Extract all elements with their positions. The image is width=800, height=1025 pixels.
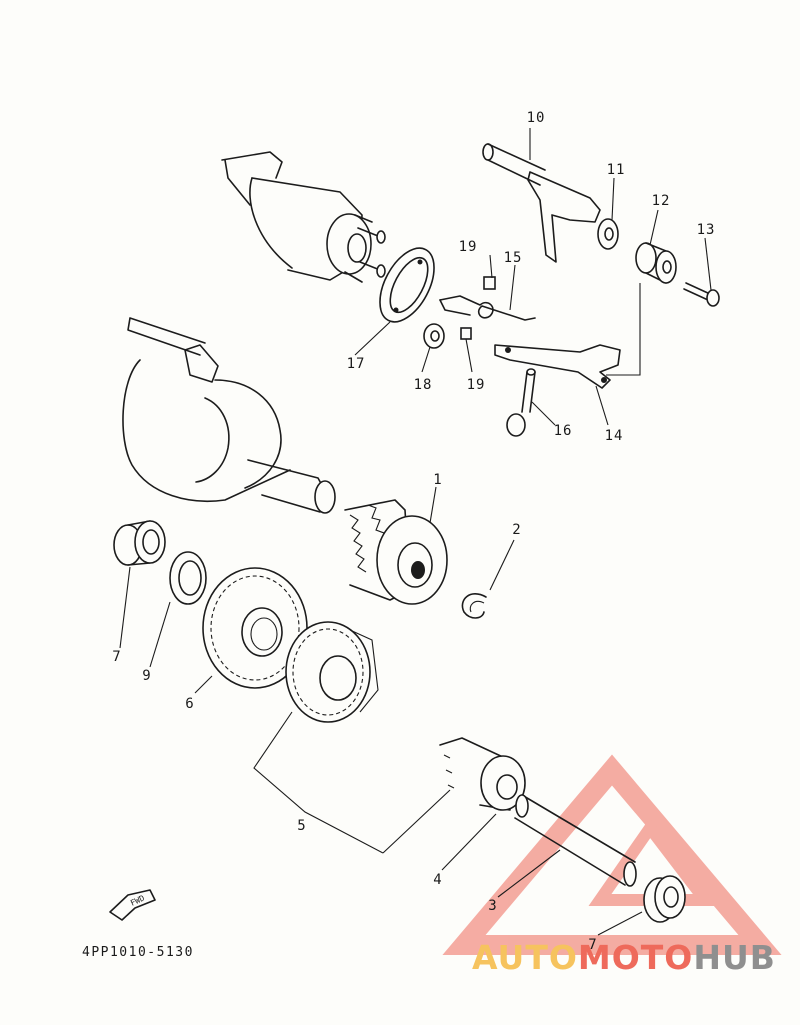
collar-12	[635, 242, 677, 284]
starter-clutch-1	[344, 499, 448, 605]
spacer-9	[169, 551, 207, 605]
callout-7-left: 7	[112, 649, 122, 665]
callout-16: 16	[553, 423, 573, 439]
watermark-part-hub: HUB	[693, 938, 776, 977]
circlip-2	[461, 593, 487, 619]
callout-15: 15	[503, 250, 523, 266]
callout-9: 9	[142, 668, 152, 684]
plate-17	[379, 247, 435, 323]
callout-12: 12	[651, 193, 671, 209]
callout-2: 2	[512, 522, 522, 538]
bolt-13	[683, 282, 720, 307]
idler-gear-6	[202, 567, 308, 689]
shaft-3	[514, 794, 637, 887]
bolt-16	[506, 368, 536, 437]
callout-18: 18	[413, 377, 433, 393]
callout-4: 4	[433, 872, 443, 888]
drawing-code: 4PP1010-5130	[82, 945, 194, 960]
callout-11: 11	[606, 162, 626, 178]
watermark-part-moto: MOTO	[577, 938, 694, 977]
callout-7-right: 7	[588, 937, 598, 953]
callout-13: 13	[696, 222, 716, 238]
callout-6: 6	[185, 696, 195, 712]
starter-relay	[221, 151, 386, 283]
torsion-spring-15	[439, 276, 536, 340]
reduction-gear-5	[285, 621, 379, 723]
fwd-mark: FWD	[129, 893, 146, 907]
callout-10: 10	[526, 110, 546, 126]
fwd-arrow-icon: FWD	[109, 889, 156, 921]
callout-17: 17	[346, 356, 366, 372]
nut-18	[423, 323, 445, 349]
shift-plate-14	[494, 344, 621, 389]
watermark-text: AUTOMOTOHUB	[472, 938, 776, 977]
shift-lever-10	[482, 143, 601, 263]
callout-3: 3	[488, 898, 498, 914]
leader-lines	[119, 128, 712, 936]
watermark-part-auto: AUTO	[472, 938, 578, 977]
callout-5: 5	[297, 818, 307, 834]
starter-motor	[122, 317, 336, 514]
bearing-7-right	[643, 875, 686, 923]
callout-1: 1	[433, 472, 443, 488]
callout-14: 14	[604, 428, 624, 444]
gear-4	[439, 737, 526, 811]
washer-11	[597, 218, 619, 250]
callout-19-top: 19	[458, 239, 478, 255]
callout-19-bottom: 19	[466, 377, 486, 393]
bearing-7-left	[113, 520, 166, 566]
